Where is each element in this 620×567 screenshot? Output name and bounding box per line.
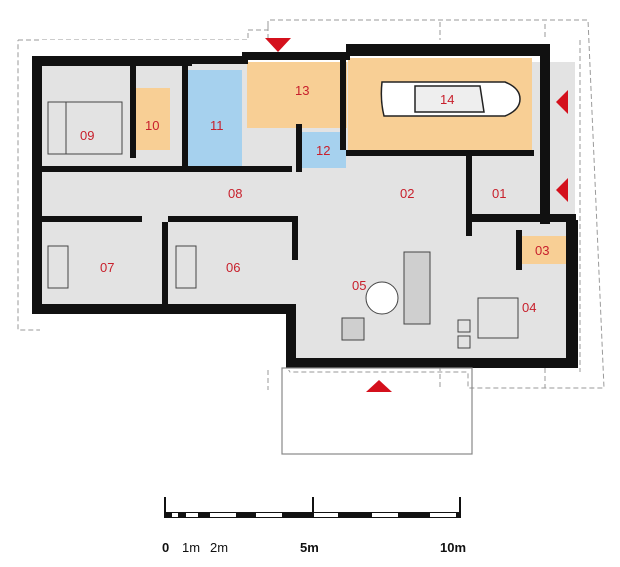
room-10-floor [136, 88, 170, 150]
room-label-04: 04 [522, 300, 536, 315]
scale-label-1m: 1m [182, 540, 200, 555]
arrow-right-top-icon [556, 90, 568, 114]
arrow-right-bottom-icon [556, 178, 568, 202]
entrance-arrows [265, 38, 568, 392]
room-label-05: 05 [352, 278, 366, 293]
room-11-floor [188, 70, 242, 166]
floor-cutout-left [40, 310, 292, 370]
furniture [47, 101, 519, 349]
room-label-10: 10 [145, 118, 159, 133]
scale-label-10m: 10m [440, 540, 466, 555]
walls [32, 44, 578, 368]
room-label-08: 08 [228, 186, 242, 201]
room-03-floor [520, 236, 570, 264]
armchair-icon [341, 317, 365, 341]
scale-bar: 0 1m 2m 5m 10m [162, 497, 466, 555]
room-label-01: 01 [492, 186, 506, 201]
room-13-floor [247, 62, 347, 128]
terrace [281, 367, 473, 455]
room-label-14: 14 [440, 92, 454, 107]
arrow-bottom-icon [366, 380, 392, 392]
room-label-13: 13 [295, 83, 309, 98]
room-12-floor [298, 132, 346, 168]
scale-label-2m: 2m [210, 540, 228, 555]
room-label-12: 12 [316, 143, 330, 158]
room-label-03: 03 [535, 243, 549, 258]
car-icon [380, 81, 521, 117]
table-icon [365, 281, 399, 315]
scale-label-5m: 5m [300, 540, 319, 555]
bed-06-icon [175, 245, 197, 289]
sofa-icon [403, 251, 431, 325]
scale-label-0: 0 [162, 540, 169, 555]
kitchen-counter-icon [477, 297, 519, 339]
bed-07-icon [47, 245, 69, 289]
room-label-11: 11 [210, 118, 224, 133]
room-label-06: 06 [226, 260, 240, 275]
arrow-top-icon [265, 38, 291, 52]
room-labels: 01 02 03 04 05 06 07 08 09 10 11 12 13 1… [80, 83, 549, 315]
room-label-02: 02 [400, 186, 414, 201]
room-label-09: 09 [80, 128, 94, 143]
room-label-07: 07 [100, 260, 114, 275]
